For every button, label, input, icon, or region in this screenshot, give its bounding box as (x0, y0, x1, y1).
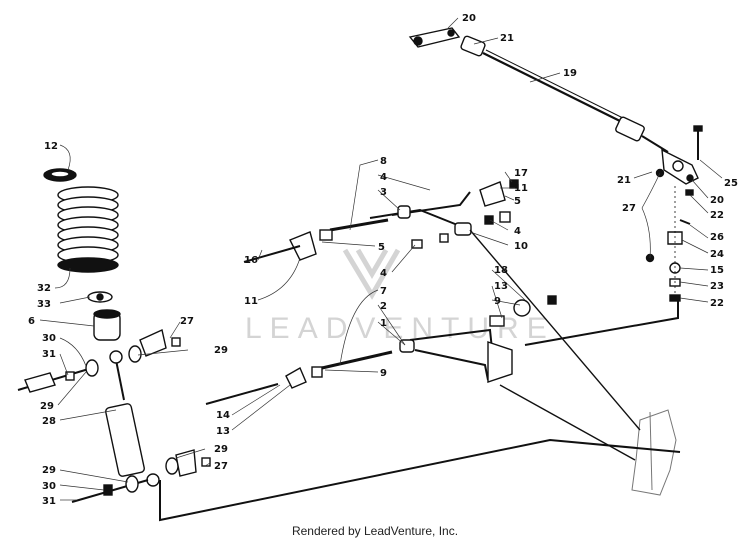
bracket-upper (139, 329, 167, 357)
ball-joint-bracket (487, 341, 513, 383)
callout-25: 25 (724, 178, 738, 189)
callout-16: 16 (244, 255, 258, 266)
callout-6: 6 (28, 316, 35, 327)
callout-12: 12 (44, 141, 58, 152)
upper-a-arm (243, 179, 519, 263)
callout-11: 11 (244, 296, 258, 307)
bracket-lower (175, 449, 197, 477)
bolt-16 (243, 245, 301, 263)
callout-30: 30 (42, 481, 56, 492)
callout-32: 32 (37, 283, 51, 294)
callout-7: 7 (380, 286, 387, 297)
bolt-26 (679, 219, 691, 225)
callout-29: 29 (42, 465, 56, 476)
callout-31: 31 (42, 496, 56, 507)
callout-11: 11 (514, 183, 528, 194)
callout-labels: 20 21 19 21 25 20 22 27 26 24 15 23 22 1… (28, 13, 738, 507)
assembly-leaders (159, 229, 681, 522)
callout-29: 29 (214, 345, 228, 356)
callout-17: 17 (514, 168, 528, 179)
callout-22: 22 (710, 298, 724, 309)
callout-29: 29 (40, 401, 54, 412)
shock-body (105, 403, 145, 477)
callout-3: 3 (380, 187, 387, 198)
leadventure-logo-mark (342, 248, 401, 300)
callout-5: 5 (514, 196, 521, 207)
callout-21: 21 (500, 33, 514, 44)
tie-rod (482, 52, 631, 127)
shock-bottom-eye (146, 473, 160, 487)
footer-credit: Rendered by LeadVenture, Inc. (291, 524, 459, 538)
callout-9: 9 (380, 368, 387, 379)
callout-30: 30 (42, 333, 56, 344)
callout-19: 19 (563, 68, 577, 79)
callout-18: 18 (494, 265, 508, 276)
lower-pivot-rod (321, 350, 393, 370)
callout-24: 24 (710, 249, 724, 260)
callout-8: 8 (380, 156, 387, 167)
lower-a-arm (205, 295, 557, 405)
callout-27: 27 (214, 461, 228, 472)
callout-21: 21 (617, 175, 631, 186)
callout-20: 20 (462, 13, 476, 24)
adjuster-sleeve-bottom (615, 116, 645, 142)
callout-31: 31 (42, 349, 56, 360)
callout-4: 4 (380, 268, 387, 279)
callout-10: 10 (514, 241, 528, 252)
watermark: LEADVENTURE (245, 248, 555, 345)
bracket-5 (289, 231, 317, 261)
callout-22: 22 (710, 210, 724, 221)
callout-2: 2 (380, 301, 387, 312)
coil-spring (57, 186, 119, 273)
callout-9: 9 (494, 296, 501, 307)
callout-23: 23 (710, 281, 724, 292)
callout-29: 29 (214, 444, 228, 455)
callout-26: 26 (710, 232, 724, 243)
shock-top-eye (109, 350, 123, 364)
rod-end-top-eye (413, 36, 423, 46)
callout-33: 33 (37, 299, 51, 310)
shock-assembly (17, 168, 211, 503)
callout-27: 27 (180, 316, 194, 327)
callout-5: 5 (378, 242, 385, 253)
adjuster-sleeve-top (460, 35, 486, 57)
callout-4: 4 (514, 226, 521, 237)
callout-27: 27 (622, 203, 636, 214)
callout-13: 13 (216, 426, 230, 437)
tie-rod-assembly (408, 27, 703, 302)
callout-28: 28 (42, 416, 56, 427)
callout-15: 15 (710, 265, 724, 276)
shock-rod (115, 359, 125, 401)
nut-22-upper (685, 189, 694, 196)
callout-14: 14 (216, 410, 230, 421)
callout-leaders (39, 17, 723, 501)
spindle-outline (631, 409, 677, 496)
callout-1: 1 (380, 318, 387, 329)
bolt-14 (205, 383, 279, 405)
callout-20: 20 (710, 195, 724, 206)
watermark-brand: LEADVENTURE (245, 312, 555, 345)
bracket-13 (285, 367, 307, 389)
upper-pivot-bolt (329, 218, 389, 232)
callout-4: 4 (380, 172, 387, 183)
callout-13: 13 (494, 281, 508, 292)
